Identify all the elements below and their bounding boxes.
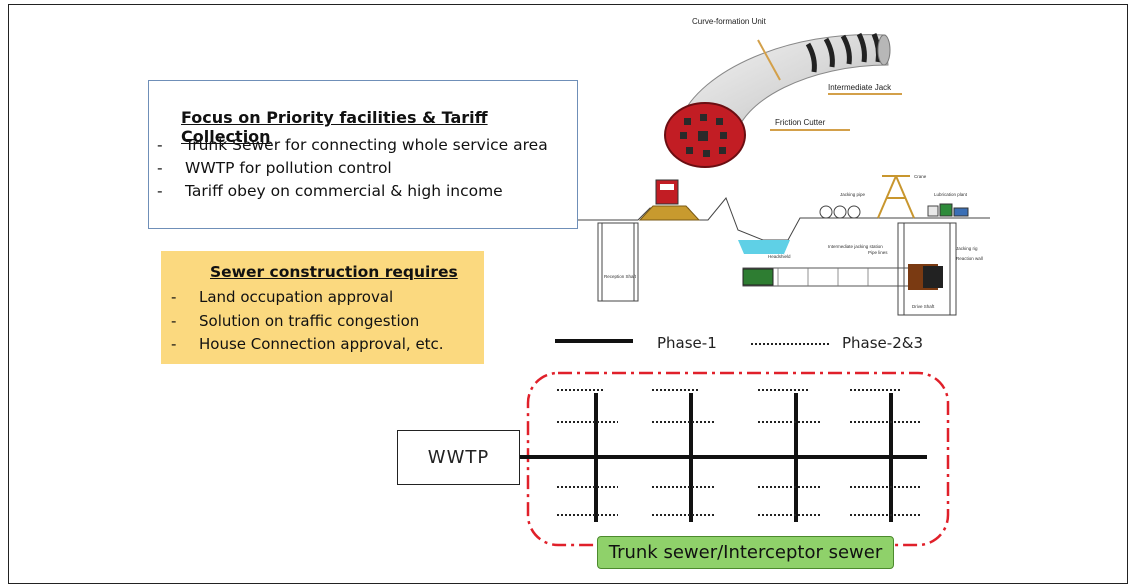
- construction-requirements-box: Sewer construction requires -Land occupa…: [161, 251, 484, 364]
- lubrication-plant-label: Lubrication plant: [934, 192, 968, 197]
- crane-label: Crane: [914, 174, 927, 179]
- lubrication-plant-icon: [927, 203, 969, 217]
- focus-item: -Trunk Sewer for connecting whole servic…: [157, 136, 548, 154]
- jacking-rig-label: Jacking rig: [956, 246, 978, 251]
- focus-title: Focus on Priority facilities & Tariff Co…: [181, 108, 488, 146]
- curve-unit-label: Curve-formation Unit: [692, 17, 767, 26]
- pipe-jacking-section: Reception Shaft Drive Shaft Headshield I…: [578, 174, 990, 316]
- phase1-label: Phase-1: [657, 334, 717, 352]
- trunk-sewer-label: Trunk sewer/Interceptor sewer: [597, 536, 894, 569]
- railway-embankment-icon: [638, 205, 701, 221]
- headshield-label: Headshield: [768, 254, 791, 259]
- lateral-sewers: [594, 393, 893, 522]
- focus-item: -Tariff obey on commercial & high income: [157, 182, 503, 200]
- drive-shaft-label: Drive Shaft: [912, 304, 935, 309]
- jacking-pipes-icon: [819, 205, 861, 219]
- phase-legend: [555, 339, 831, 345]
- intermediate-jack-label: Intermediate Jack: [828, 83, 892, 92]
- crane-icon: [877, 175, 915, 219]
- requirements-list: -Land occupation approval -Solution on t…: [171, 286, 444, 357]
- requirement-item: -Solution on traffic congestion: [171, 311, 420, 330]
- wwtp-box: WWTP: [397, 430, 520, 485]
- intermediate-station-label: Intermediate jacking station: [828, 244, 883, 249]
- requirements-title: Sewer construction requires: [210, 263, 458, 281]
- tbm-illustration: Curve-formation Unit Intermediate Jack F…: [664, 17, 902, 168]
- pipe-lines-label: Pipe lines: [868, 250, 888, 255]
- requirement-item: -House Connection approval, etc.: [171, 335, 444, 353]
- jacking-pipe-label: Jacking pipe: [840, 192, 866, 197]
- train-icon: [655, 179, 679, 205]
- reaction-wall-label: Reaction wall: [956, 256, 983, 261]
- water-channel-icon: [738, 240, 790, 254]
- focus-item: -WWTP for pollution control: [157, 159, 392, 177]
- reception-shaft-label: Reception Shaft: [604, 274, 637, 279]
- friction-cutter-label: Friction Cutter: [775, 118, 826, 127]
- headshield-icon: [742, 268, 774, 286]
- focus-list: -Trunk Sewer for connecting whole servic…: [157, 134, 548, 203]
- focus-priorities-box: Focus on Priority facilities & Tariff Co…: [148, 80, 578, 229]
- requirement-item: -Land occupation approval: [171, 288, 394, 306]
- phase23-branches: [557, 389, 922, 516]
- sewer-network-diagram: [520, 371, 950, 547]
- phase23-label: Phase-2&3: [842, 334, 923, 352]
